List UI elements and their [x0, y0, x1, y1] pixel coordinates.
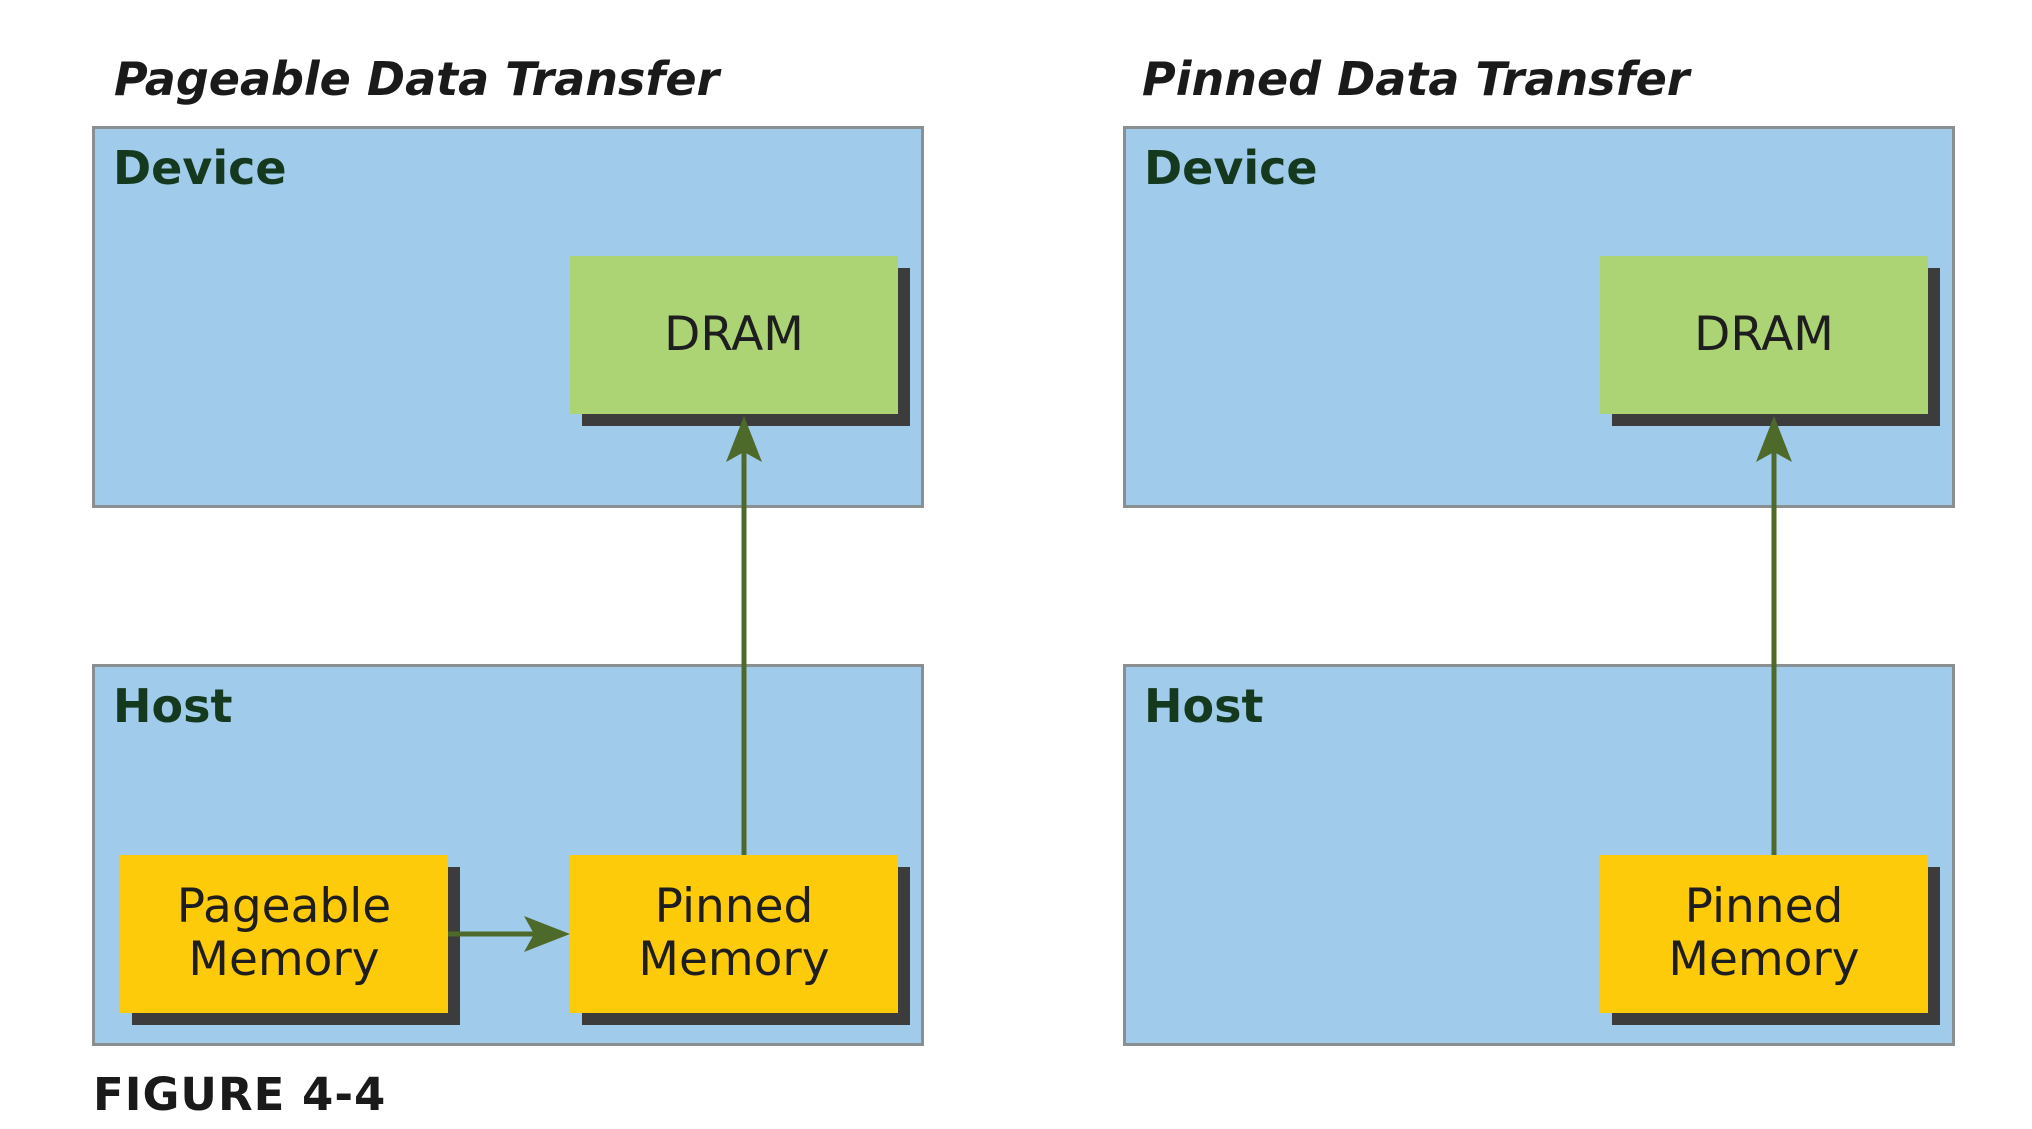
right-pinned-memory-label: Pinned Memory — [1668, 879, 1860, 987]
right-device-panel: Device — [1123, 126, 1955, 508]
right-host-label: Host — [1144, 679, 1264, 733]
left-dram-label: DRAM — [664, 306, 804, 362]
left-diagram-title: Pageable Data Transfer — [114, 52, 720, 106]
right-diagram-title: Pinned Data Transfer — [1142, 52, 1690, 106]
right-dram-box: DRAM — [1600, 256, 1928, 414]
left-pageable-memory-label: Pageable Memory — [176, 879, 392, 987]
left-host-label: Host — [113, 679, 233, 733]
right-device-label: Device — [1144, 141, 1318, 195]
left-dram-box: DRAM — [570, 256, 898, 414]
right-dram-label: DRAM — [1694, 306, 1834, 362]
left-pageable-memory-box: Pageable Memory — [120, 855, 448, 1013]
left-pinned-memory-label: Pinned Memory — [638, 879, 830, 987]
right-pinned-memory-box: Pinned Memory — [1600, 855, 1928, 1013]
left-pinned-memory-box: Pinned Memory — [570, 855, 898, 1013]
left-device-label: Device — [113, 141, 287, 195]
figure-caption: FIGURE 4-4 — [93, 1068, 387, 1121]
